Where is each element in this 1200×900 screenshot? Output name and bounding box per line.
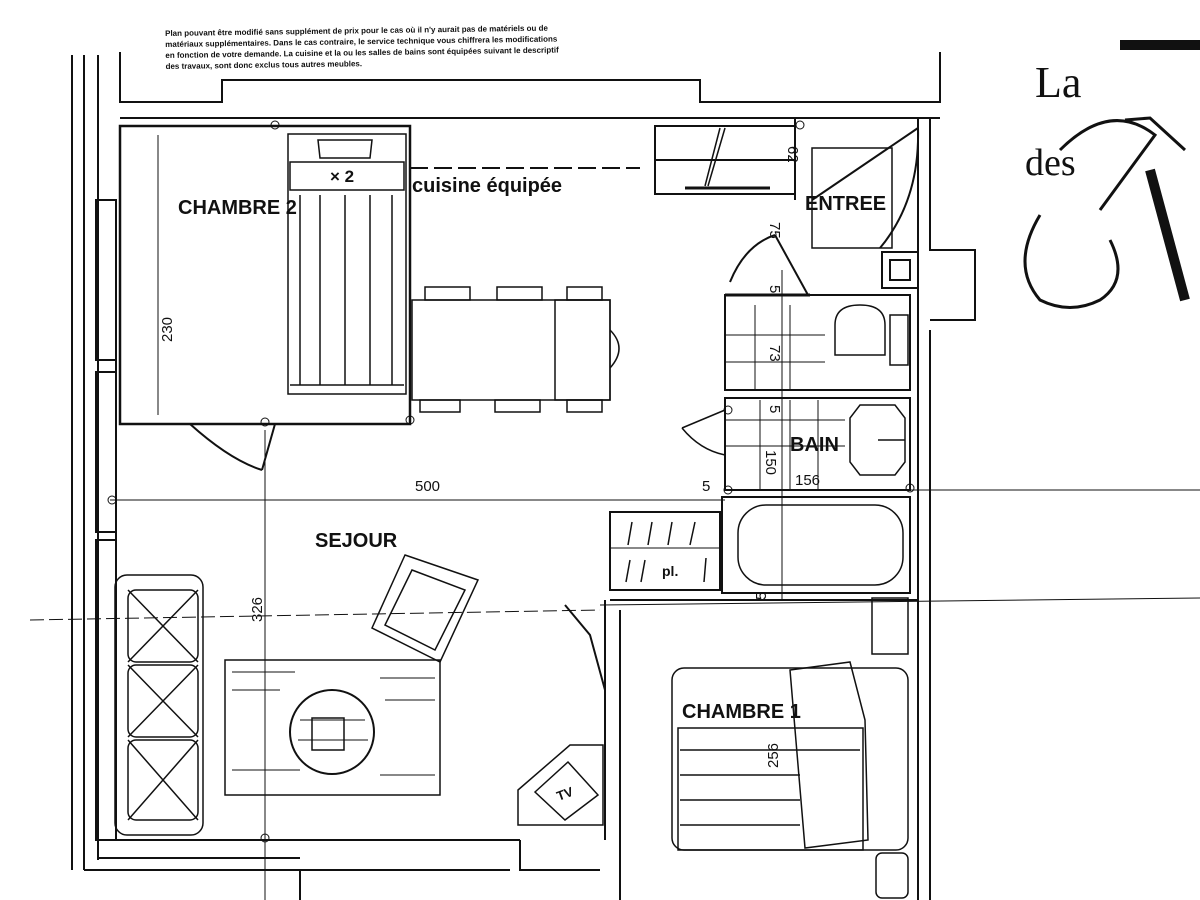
dimension-256: 256 — [765, 743, 782, 768]
dimension-5-left: 5 — [702, 478, 710, 495]
room-label-sejour: SEJOUR — [315, 530, 398, 552]
logo-mark — [1023, 40, 1200, 309]
rug — [224, 659, 441, 796]
sofa — [114, 574, 204, 836]
bathtub — [721, 496, 911, 594]
logo-text-la: La — [1035, 58, 1081, 107]
outer-wall-right — [917, 118, 976, 900]
dimension-62: 62 — [784, 146, 801, 163]
placard-label: pl. — [662, 563, 678, 579]
wc-room — [724, 293, 911, 391]
dimension-lines — [29, 120, 1200, 900]
entry-door — [729, 234, 809, 296]
dimension-150: 150 — [762, 450, 779, 475]
dimension-156: 156 — [795, 472, 820, 489]
tv-unit — [517, 744, 604, 826]
dimension-230: 230 — [159, 317, 176, 342]
room-label-entree: ENTREE — [805, 193, 886, 215]
chambre-2-door — [189, 423, 276, 471]
tv-label: TV — [554, 784, 575, 804]
outer-wall-left — [71, 55, 117, 870]
room-label-cuisine: cuisine équipée — [412, 175, 562, 197]
room-label-chambre-2: CHAMBRE 2 — [178, 197, 297, 219]
bunk-bed — [287, 133, 407, 395]
dimension-5-lower: 5 — [753, 592, 770, 600]
dimension-75: 75 — [766, 222, 783, 239]
outer-wall-bottom — [84, 839, 600, 900]
chambre-2-walls — [118, 124, 412, 426]
dimension-500: 500 — [415, 478, 440, 495]
outer-wall-top — [119, 52, 941, 119]
placard — [609, 511, 721, 591]
room-label-bain: BAIN — [790, 434, 839, 456]
dimension-326: 326 — [249, 597, 266, 622]
dimension-5-upper: 5 — [766, 285, 783, 293]
logo-text-des: des — [1025, 142, 1076, 184]
entree-walls — [794, 118, 920, 289]
double-bed — [671, 597, 909, 899]
bed-count-label: × 2 — [330, 167, 354, 186]
dimension-73: 73 — [766, 345, 783, 362]
room-label-chambre-1: CHAMBRE 1 — [682, 701, 801, 723]
chambre-1-walls — [564, 599, 918, 900]
dining-table — [411, 286, 620, 413]
armchair — [371, 554, 480, 664]
dimension-5-middle: 5 — [766, 405, 783, 413]
